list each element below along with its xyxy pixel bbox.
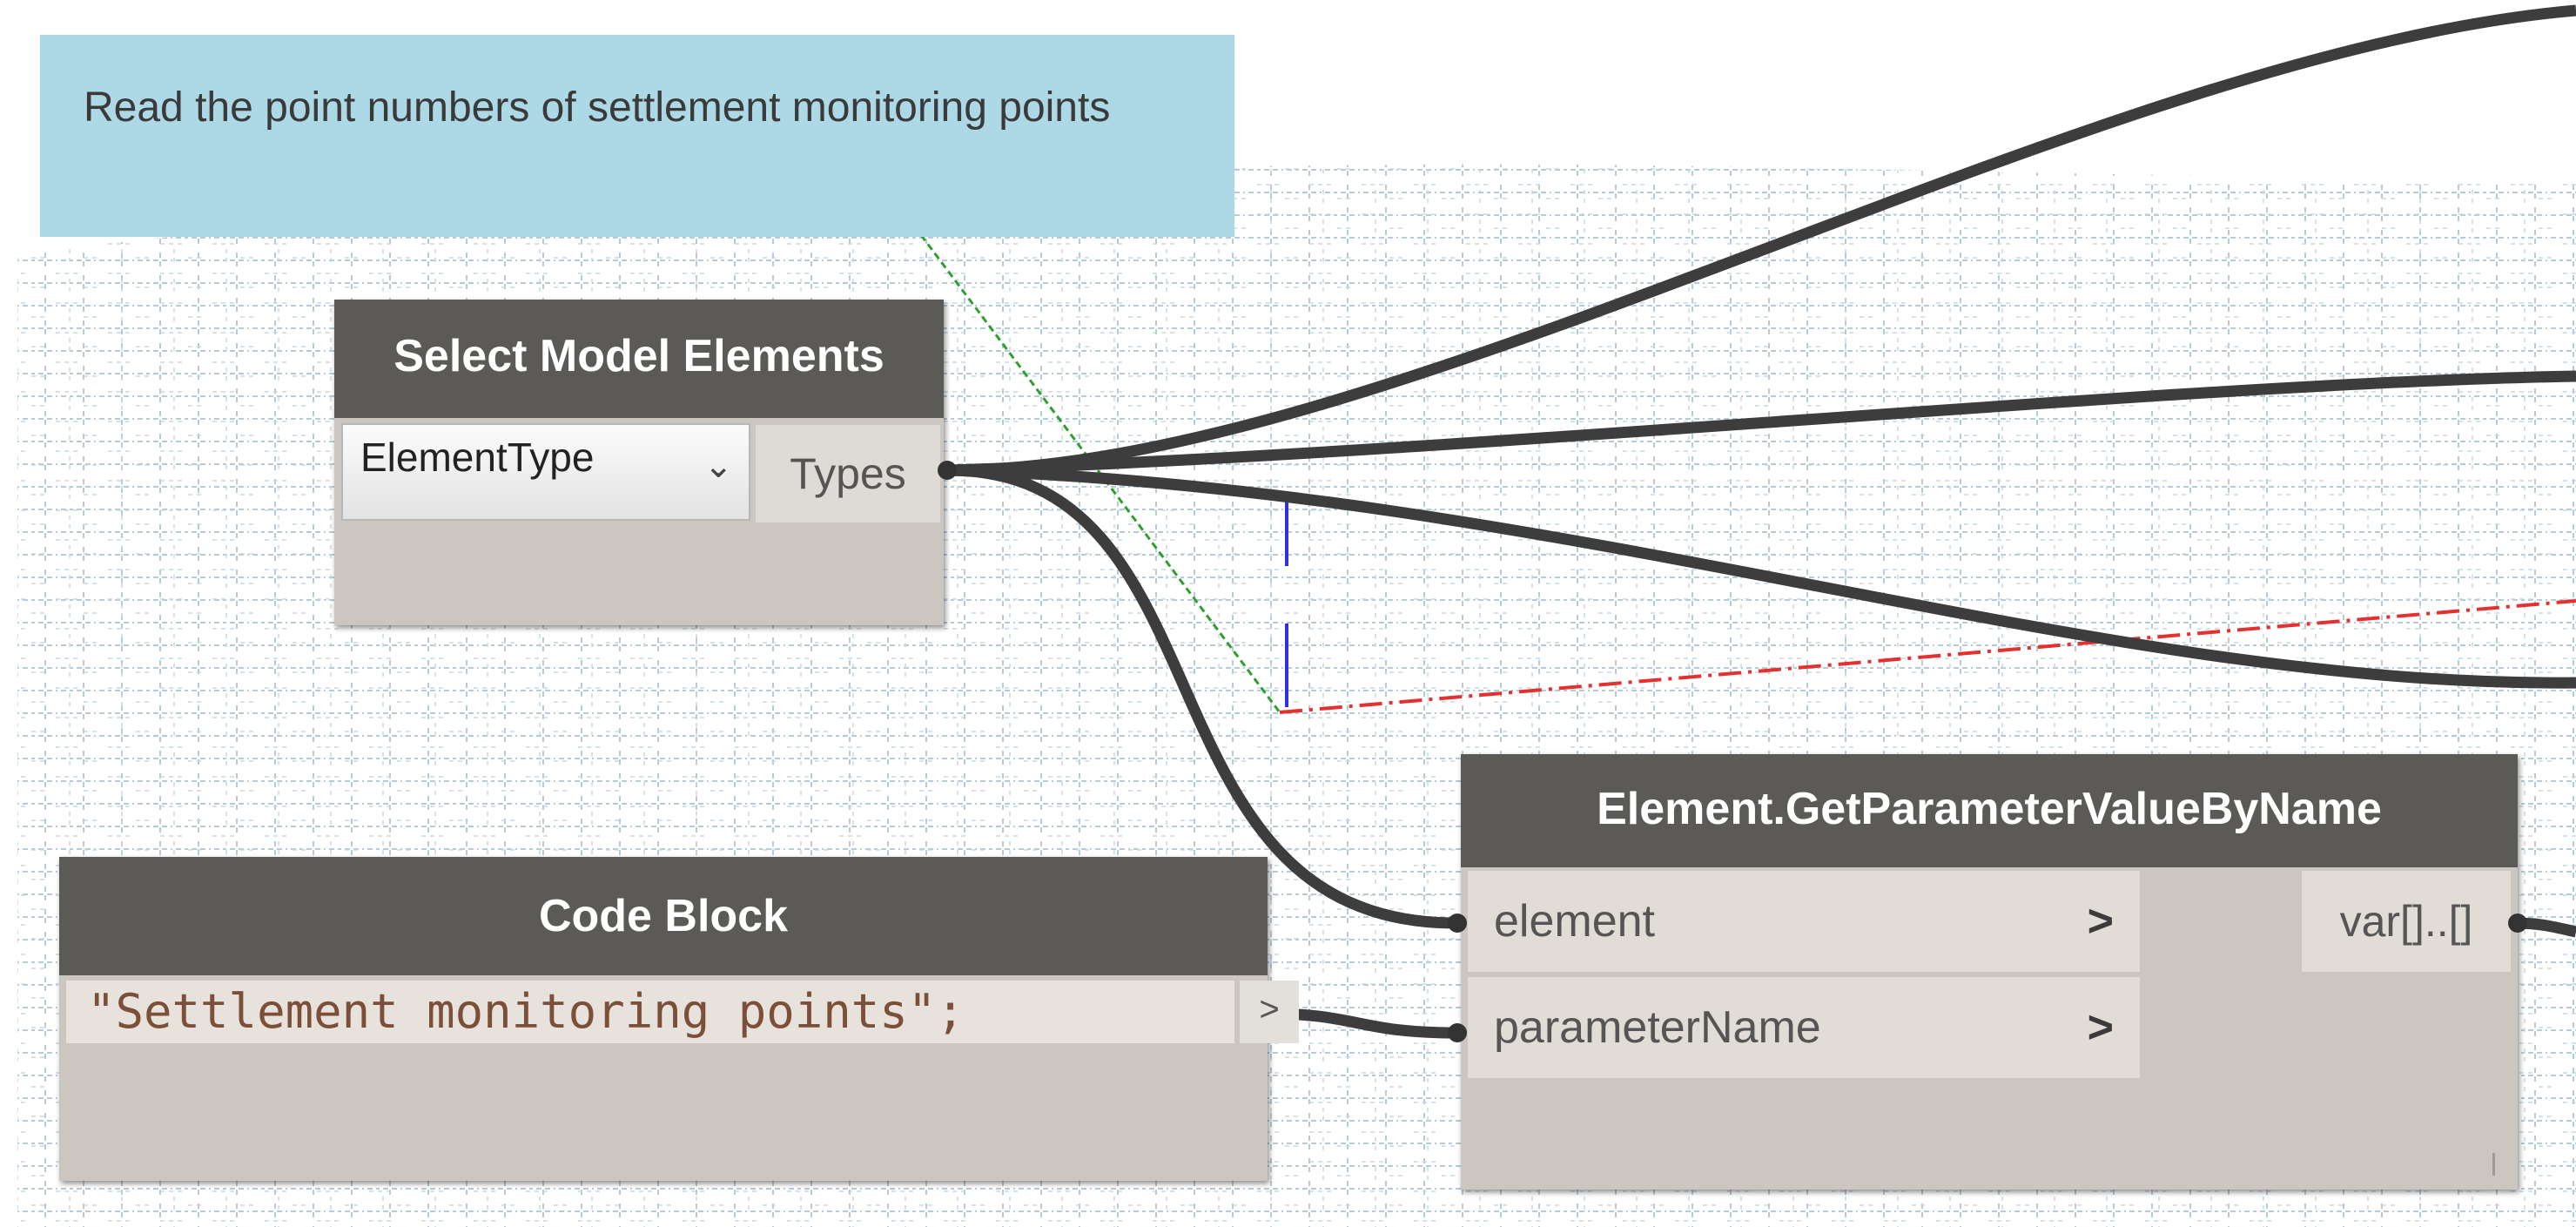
input-port-element[interactable]: element > [1468,871,2140,972]
dropdown-value: ElementType [360,435,595,480]
select-model-elements-node[interactable]: Select Model Elements ElementType ⌄ Type… [334,300,944,625]
output-port-types[interactable]: Types [756,425,940,522]
wire-types-to-right-low [948,464,2576,689]
chevron-down-icon: ⌄ [703,447,733,485]
chevron-right-icon[interactable]: > [2087,896,2114,947]
wire-types-to-right-top [948,4,2576,476]
note-label[interactable]: Read the point numbers of settlement mon… [40,35,1234,237]
port-label: element [1494,896,1655,947]
node-title[interactable]: Element.GetParameterValueByName [1461,754,2518,867]
code-editor[interactable]: "Settlement monitoring points"; [66,981,1234,1043]
node-title[interactable]: Code Block [59,857,1268,975]
get-parameter-value-by-name-node[interactable]: Element.GetParameterValueByName element … [1461,754,2518,1190]
note-text: Read the point numbers of settlement mon… [84,84,1111,131]
output-port-var[interactable]: var[]..[] [2302,871,2511,972]
code-block-node[interactable]: Code Block "Settlement monitoring points… [59,857,1299,1181]
resize-handle[interactable] [2492,1153,2495,1176]
port-label: parameterName [1494,1002,1821,1053]
element-type-dropdown[interactable]: ElementType ⌄ [341,423,750,521]
output-port-code[interactable]: > [1240,981,1299,1043]
wire-types-to-element [948,464,1456,929]
node-title[interactable]: Select Model Elements [334,300,944,418]
axis-x-line [1279,599,2576,714]
chevron-right-icon[interactable]: > [2087,1002,2114,1053]
input-port-parametername[interactable]: parameterName > [1468,977,2140,1078]
wire-types-to-right-mid [948,370,2576,476]
